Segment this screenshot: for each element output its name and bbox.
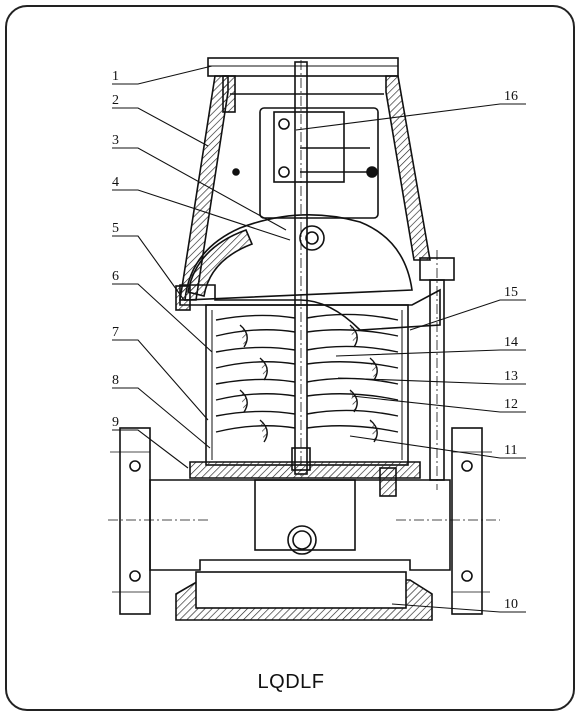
- callout-4: 4: [112, 175, 119, 190]
- callout-1: 1: [112, 69, 119, 84]
- outlet-flange: [451, 427, 483, 615]
- callout-12: 12: [504, 397, 518, 412]
- callout-5: 5: [112, 221, 119, 236]
- figure-caption: LQDLF: [257, 671, 325, 693]
- callout-3: 3: [112, 133, 119, 148]
- callout-11: 11: [504, 443, 517, 458]
- callout-9: 9: [112, 415, 119, 430]
- inlet-flange: [119, 427, 151, 615]
- coupling-window: [259, 107, 379, 219]
- shaft-nut: [291, 447, 311, 471]
- callout-8: 8: [112, 373, 119, 388]
- callout-7: 7: [112, 325, 119, 340]
- mechanical-seal: [299, 225, 325, 251]
- callout-13: 13: [504, 369, 518, 384]
- pump-body: [149, 479, 451, 571]
- drain-plug: [287, 525, 317, 555]
- leader-lines: [112, 65, 526, 613]
- upper-cover: [179, 284, 441, 331]
- impeller-stages: [215, 313, 399, 443]
- top-bolt: [222, 75, 236, 113]
- figure-frame: [5, 5, 575, 711]
- callout-2: 2: [112, 93, 119, 108]
- callout-6: 6: [112, 269, 119, 284]
- coupling: [273, 111, 345, 183]
- callout-14: 14: [504, 335, 518, 350]
- callout-15: 15: [504, 285, 518, 300]
- top-plate: [207, 57, 399, 77]
- callout-16: 16: [504, 89, 518, 104]
- callout-labels: 1 2 3 4 5 6 7 8 9 16 15 14 13 12 11 10: [112, 69, 518, 612]
- seal-housing: [184, 213, 413, 301]
- callout-10: 10: [504, 597, 518, 612]
